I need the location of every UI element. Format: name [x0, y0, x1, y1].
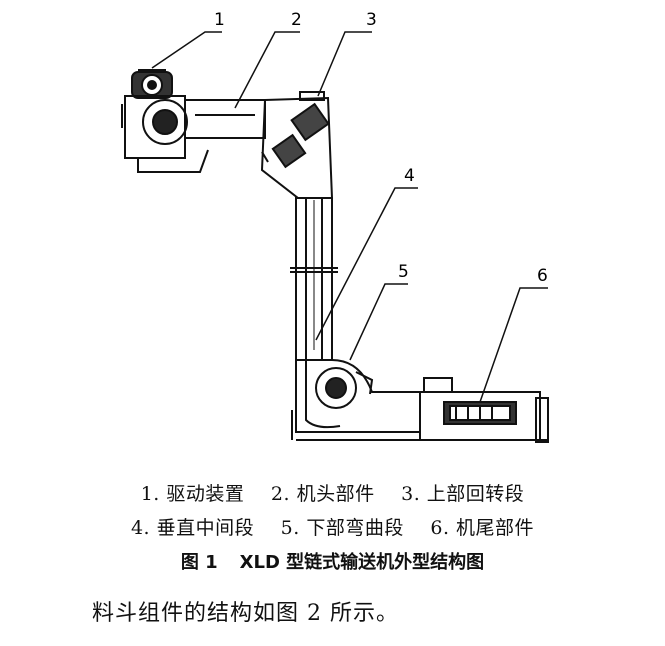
body-paragraph: 料斗组件的结构如图 2 所示。 [92, 601, 399, 626]
figure-title: XLD 型链式输送机外型结构图 [239, 552, 485, 573]
head-section [121, 95, 266, 173]
callout-1: 1 [214, 10, 225, 30]
upper-turning-section [260, 91, 334, 199]
legend-item-tail-section: 6. 机尾部件 [430, 517, 535, 539]
callout-3: 3 [366, 10, 377, 30]
callout-5: 5 [398, 262, 409, 282]
legend-row-1: 1. 驱动装置 2. 机头部件 3. 上部回转段 [0, 479, 665, 506]
conveyor-structure-diagram: 1 2 3 4 5 6 [121, 10, 549, 443]
drive-unit [131, 69, 173, 99]
callout-4: 4 [404, 166, 415, 186]
callout-2: 2 [291, 10, 302, 30]
legend-item-upper-turning-section: 3. 上部回转段 [401, 483, 525, 505]
figure-number: 图 1 [180, 552, 218, 573]
figure-caption: 图 1 XLD 型链式输送机外型结构图 [0, 548, 665, 574]
legend-item-vertical-middle-section: 4. 垂直中间段 [130, 517, 255, 539]
legend-item-head-section: 2. 机头部件 [270, 483, 375, 505]
tail-section [419, 377, 549, 443]
vertical-middle-section [290, 197, 338, 361]
lower-curved-section [291, 359, 421, 441]
legend-row-2: 4. 垂直中间段 5. 下部弯曲段 6. 机尾部件 [0, 513, 665, 540]
legend-item-drive-unit: 1. 驱动装置 [140, 483, 245, 505]
legend-item-lower-curved-section: 5. 下部弯曲段 [280, 517, 404, 539]
callout-6: 6 [537, 266, 548, 286]
